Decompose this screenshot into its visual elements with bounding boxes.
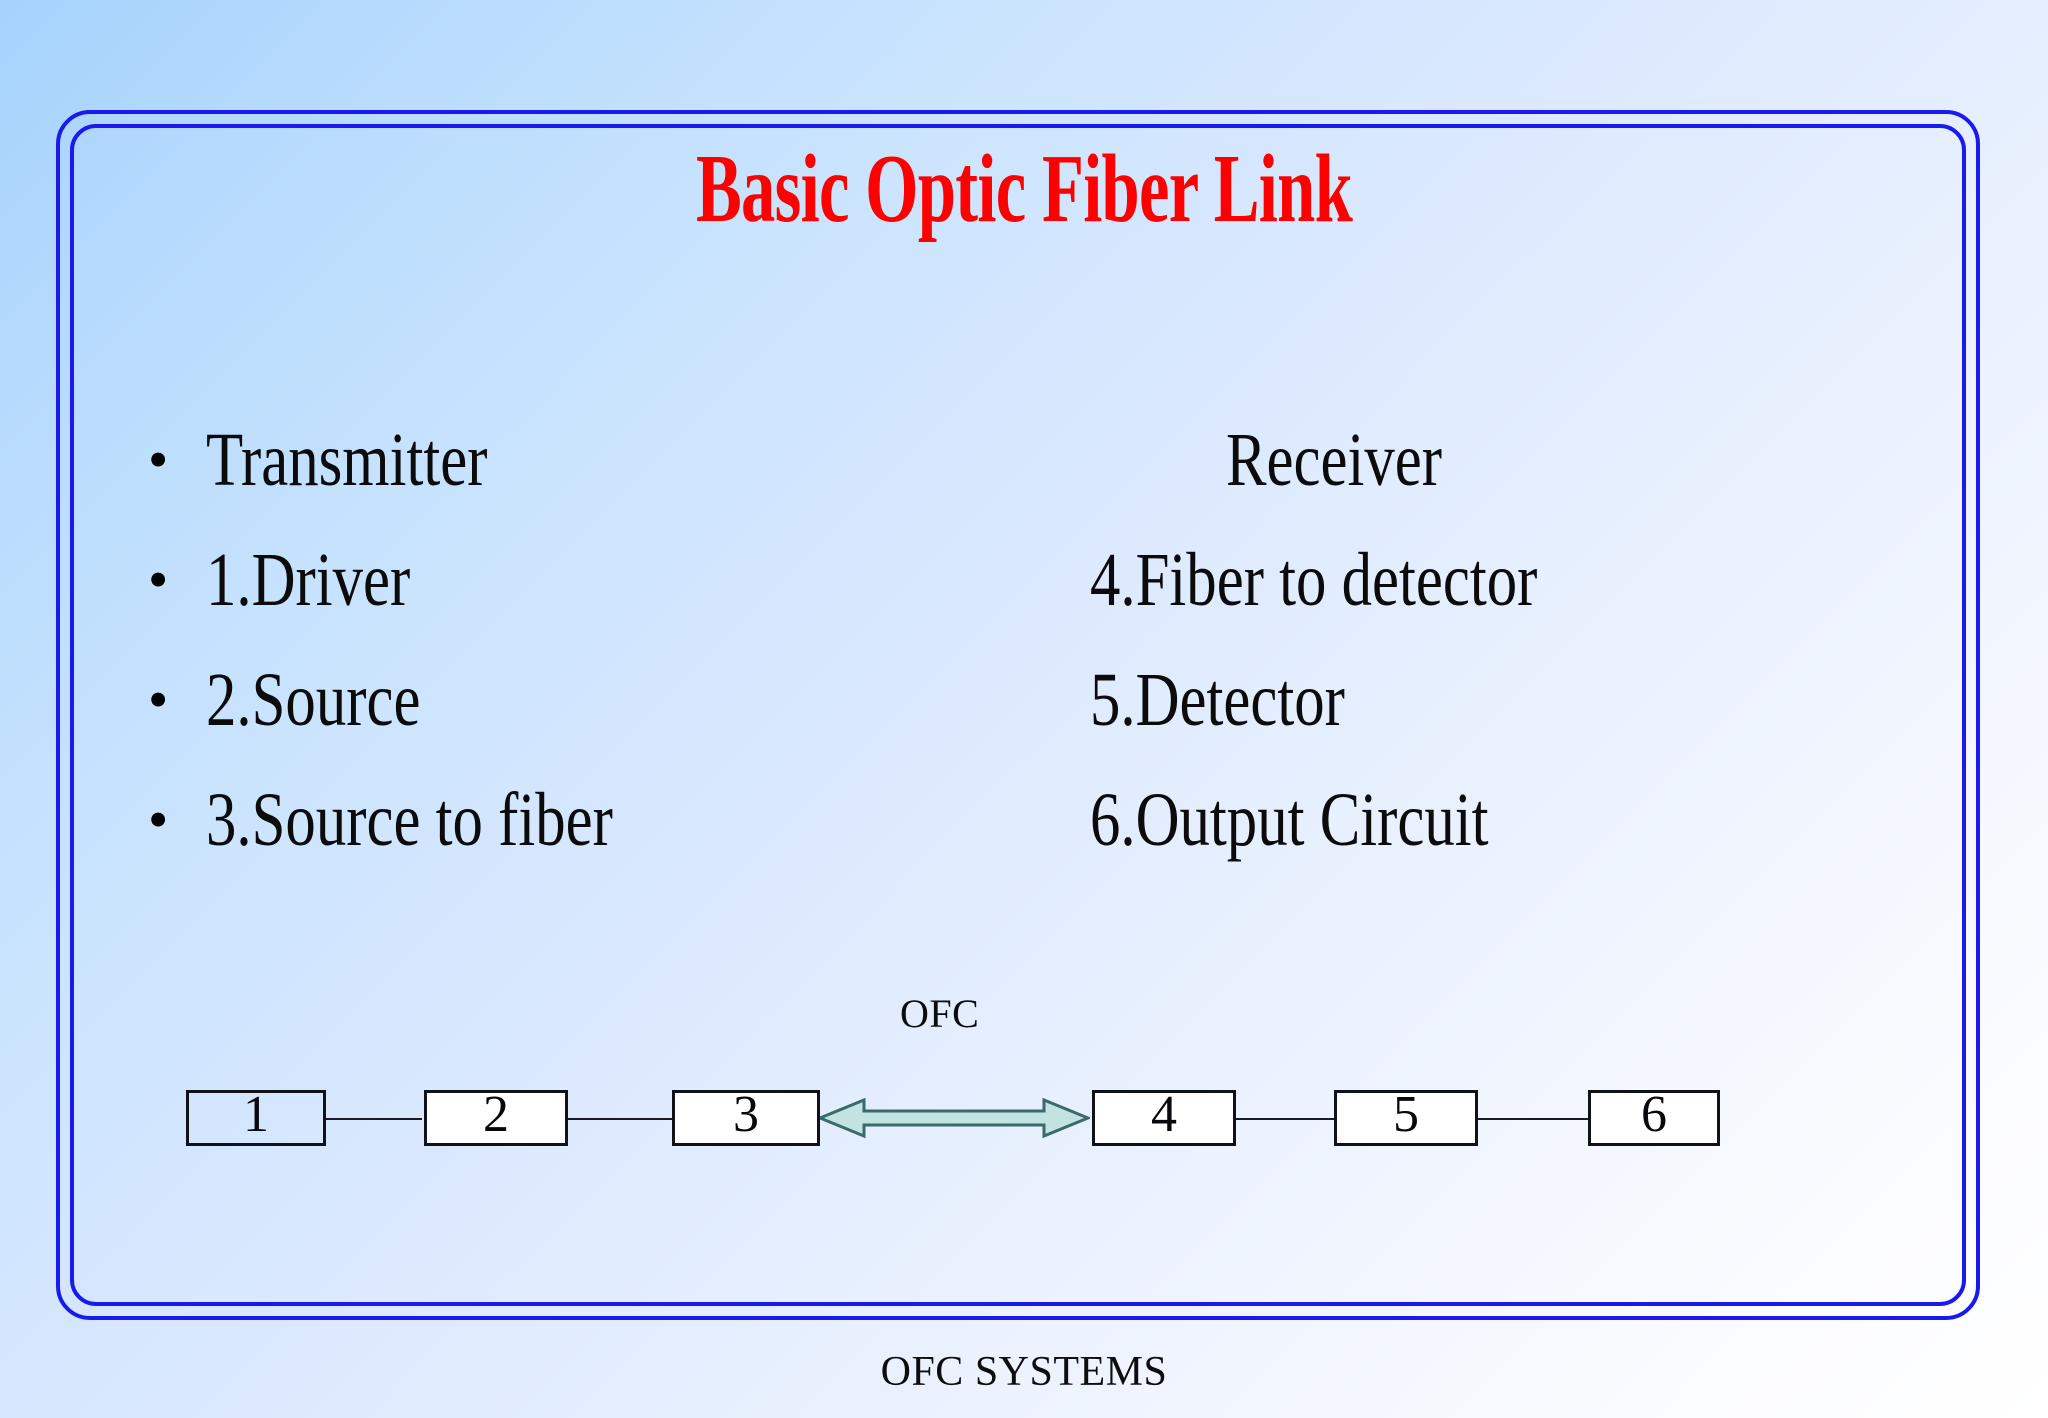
transmitter-item-3: 3.Source to fiber [206, 778, 613, 862]
diagram-node-4[interactable]: 4 [1092, 1086, 1236, 1146]
page-title: Basic Optic Fiber Link [695, 135, 1353, 243]
transmitter-item-2: 2.Source [206, 658, 421, 742]
receiver-item-2: 5.Detector [1090, 658, 1345, 742]
list-item: 5.Detector [1090, 640, 1649, 760]
transmitter-heading: Transmitter [206, 418, 488, 502]
list-item: 4.Fiber to detector [1090, 520, 1649, 640]
link-2-3 [568, 1118, 672, 1120]
list-item: 2.Source [148, 640, 715, 760]
transmitter-item-1: 1.Driver [206, 538, 411, 622]
link-5-6 [1478, 1118, 1588, 1120]
list-item: 6.Output Circuit [1090, 760, 1649, 880]
list-item: 1.Driver [148, 520, 715, 640]
diagram-node-3-label: 3 [733, 1086, 759, 1143]
receiver-item-1: 4.Fiber to detector [1090, 538, 1538, 622]
diagram-node-2[interactable]: 2 [424, 1086, 568, 1146]
link-1-2 [326, 1118, 422, 1120]
receiver-column: Receiver 4.Fiber to detector 5.Detector … [1090, 400, 1649, 880]
diagram-node-1-label: 1 [243, 1086, 269, 1143]
diagram-node-6[interactable]: 6 [1588, 1086, 1720, 1146]
diagram-node-2-label: 2 [483, 1086, 509, 1143]
transmitter-column: Transmitter 1.Driver 2.Source 3.Source t… [148, 400, 715, 880]
fiber-double-arrow-icon [818, 1097, 1090, 1139]
list-item: Receiver [1090, 400, 1649, 520]
diagram-node-3[interactable]: 3 [672, 1086, 820, 1146]
link-4-5 [1222, 1118, 1334, 1120]
diagram-node-1[interactable]: 1 [186, 1086, 326, 1146]
diagram-node-4-label: 4 [1151, 1086, 1177, 1143]
list-item: 3.Source to fiber [148, 760, 715, 880]
diagram-node-5[interactable]: 5 [1334, 1086, 1478, 1146]
diagram-node-5-label: 5 [1393, 1086, 1419, 1143]
diagram-node-6-label: 6 [1641, 1086, 1667, 1143]
slide-footer: OFC SYSTEMS [880, 1349, 1168, 1395]
receiver-item-3: 6.Output Circuit [1090, 778, 1489, 862]
ofc-link-label: OFC [900, 991, 980, 1036]
receiver-heading: Receiver [1226, 418, 1443, 502]
list-item: Transmitter [148, 400, 715, 520]
